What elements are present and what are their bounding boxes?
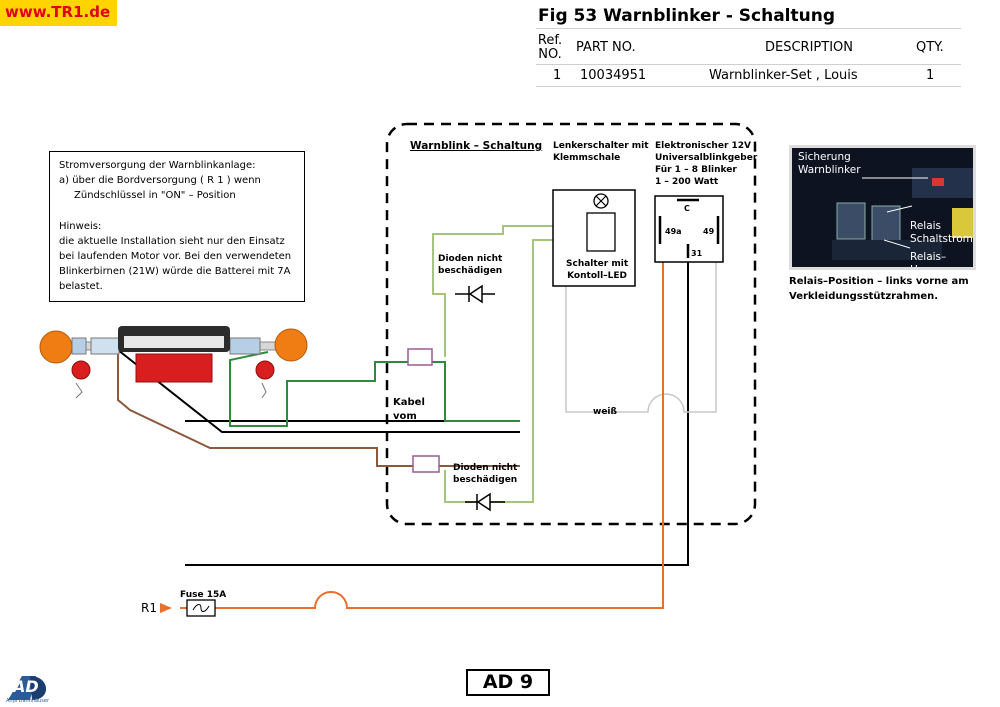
row-ref: 1: [553, 68, 562, 83]
white-wire-label: weiß: [593, 407, 617, 417]
relay-heading: Elektronischer 12V Universalblinkgeber F…: [655, 140, 757, 188]
photo-label-relay-1: Relais Schaltstrom: [910, 220, 973, 246]
row-part: 10034951: [580, 68, 647, 83]
page-code: AD 9: [466, 669, 550, 696]
info-line: belastet.: [59, 281, 103, 292]
relay-heading-line1: Elektronischer 12V: [655, 141, 752, 151]
r1-label: R1: [141, 601, 157, 615]
diodes-bottom-line1: Dioden nicht: [453, 463, 518, 473]
cable-line1: Kabel: [393, 397, 425, 408]
info-box: Stromversorgung der Warnblinkanlage: a) …: [49, 151, 305, 302]
diodes-bottom-label: Dioden nicht beschädigen: [453, 462, 517, 486]
diodes-top-line1: Dioden nicht: [438, 254, 503, 264]
photo-label-relay1-line1: Relais: [910, 220, 942, 232]
relay-heading-line2: Universalblinkgeber: [655, 153, 758, 163]
connector-bottom: [412, 455, 440, 473]
relay-pin-c: C: [684, 204, 690, 213]
fuse-label: Fuse 15A: [180, 590, 227, 600]
info-line: a) über die Bordversorgung ( R 1 ) wenn: [59, 175, 261, 186]
handlebar-switch-label: Lenkerschalter mit Klemmschale: [553, 140, 649, 164]
info-line: Hinweis:: [59, 221, 102, 232]
row-description: Warnblinker-Set , Louis: [709, 68, 858, 83]
olive-wire-bottom: [444, 239, 553, 503]
site-badge[interactable]: www.TR1.de: [0, 0, 117, 26]
header-ref-line1: Ref.: [537, 33, 563, 48]
relay-pin-31: 31: [691, 249, 703, 258]
figure-title: Fig 53 Warnblinker - Schaltung: [538, 6, 836, 26]
header-ref-line2: NO.: [538, 47, 562, 62]
info-line: bei laufenden Motor vor. Bei den verwend…: [59, 251, 292, 262]
table-rule-top: [536, 28, 961, 29]
switch-rocker: [586, 212, 616, 252]
info-line: Blinkerbirnen (21W) würde die Batterei m…: [59, 266, 291, 277]
r1-arrow: [160, 603, 172, 613]
photo-label-relay1-line2: Schaltstrom: [910, 233, 973, 245]
indicator-lamp-bar: [39, 326, 308, 399]
row-qty: 1: [926, 68, 935, 83]
orange-wire: [180, 240, 664, 609]
olive-wire-top: [432, 225, 553, 357]
switch-box-line1: Schalter mit: [566, 259, 629, 269]
switch-box-label: Schalter mit Kontoll–LED: [566, 258, 628, 282]
header-qty: QTY.: [916, 40, 944, 55]
photo-label-fuse-line2: Warnblinker: [798, 164, 861, 176]
diodes-bottom-line2: beschädigen: [453, 475, 518, 485]
photo-caption-line2: Verkleidungsstützrahmen.: [789, 291, 939, 302]
diode-top: [455, 284, 495, 304]
relay-pin-49: 49: [703, 227, 715, 236]
photo-scene: [792, 148, 973, 267]
relay-pin-49a: 49a: [665, 227, 682, 236]
relay-photo: Sicherung Warnblinker Relais Schaltstrom…: [789, 145, 976, 270]
section-title: Warnblink – Schaltung: [410, 140, 543, 152]
table-rule-middle: [536, 64, 961, 65]
switch-box-line2: Kontoll–LED: [567, 271, 628, 281]
white-wire: [565, 262, 717, 413]
diodes-top-label: Dioden nicht beschädigen: [438, 253, 502, 277]
cable-line2: vom: [393, 411, 417, 422]
green-wire: [229, 351, 520, 427]
relay-heading-line4: 1 – 200 Watt: [655, 177, 719, 187]
photo-caption: Relais–Position – links vorne am Verklei…: [789, 274, 969, 304]
relay-heading-line3: Für 1 – 8 Blinker: [655, 165, 737, 175]
photo-label-fuse: Sicherung Warnblinker: [798, 151, 861, 177]
diodes-top-line2: beschädigen: [438, 266, 503, 276]
header-part: PART NO.: [576, 40, 636, 55]
info-line: Zündschlüssel in "ON" – Position: [74, 190, 236, 201]
brown-wire: [117, 352, 520, 467]
handlebar-switch-line1: Lenkerschalter mit: [553, 141, 649, 151]
connector-top: [407, 348, 433, 366]
ad-logo: [8, 676, 47, 700]
cable-label: Kabel vom: [393, 396, 425, 424]
header-description: DESCRIPTION: [765, 40, 853, 55]
logo-text: AD: [13, 677, 39, 696]
photo-label-fuse-line1: Sicherung: [798, 151, 851, 163]
site-label[interactable]: www.TR1.de: [5, 3, 111, 21]
info-line: die aktuelle Installation sieht nur den …: [59, 236, 285, 247]
photo-caption-line1: Relais–Position – links vorne am: [789, 276, 969, 287]
header-ref: Ref. NO.: [537, 34, 563, 62]
handlebar-switch-line2: Klemmschale: [553, 153, 621, 163]
diode-bottom: [465, 492, 505, 512]
logo-subtext: Anja Dannhäuser: [6, 698, 50, 704]
table-rule-bottom: [536, 86, 961, 87]
black-wire-ground: [185, 240, 689, 566]
photo-label-relay-2: Relais–Hupe: [910, 251, 947, 270]
info-line: Stromversorgung der Warnblinkanlage:: [59, 160, 256, 171]
